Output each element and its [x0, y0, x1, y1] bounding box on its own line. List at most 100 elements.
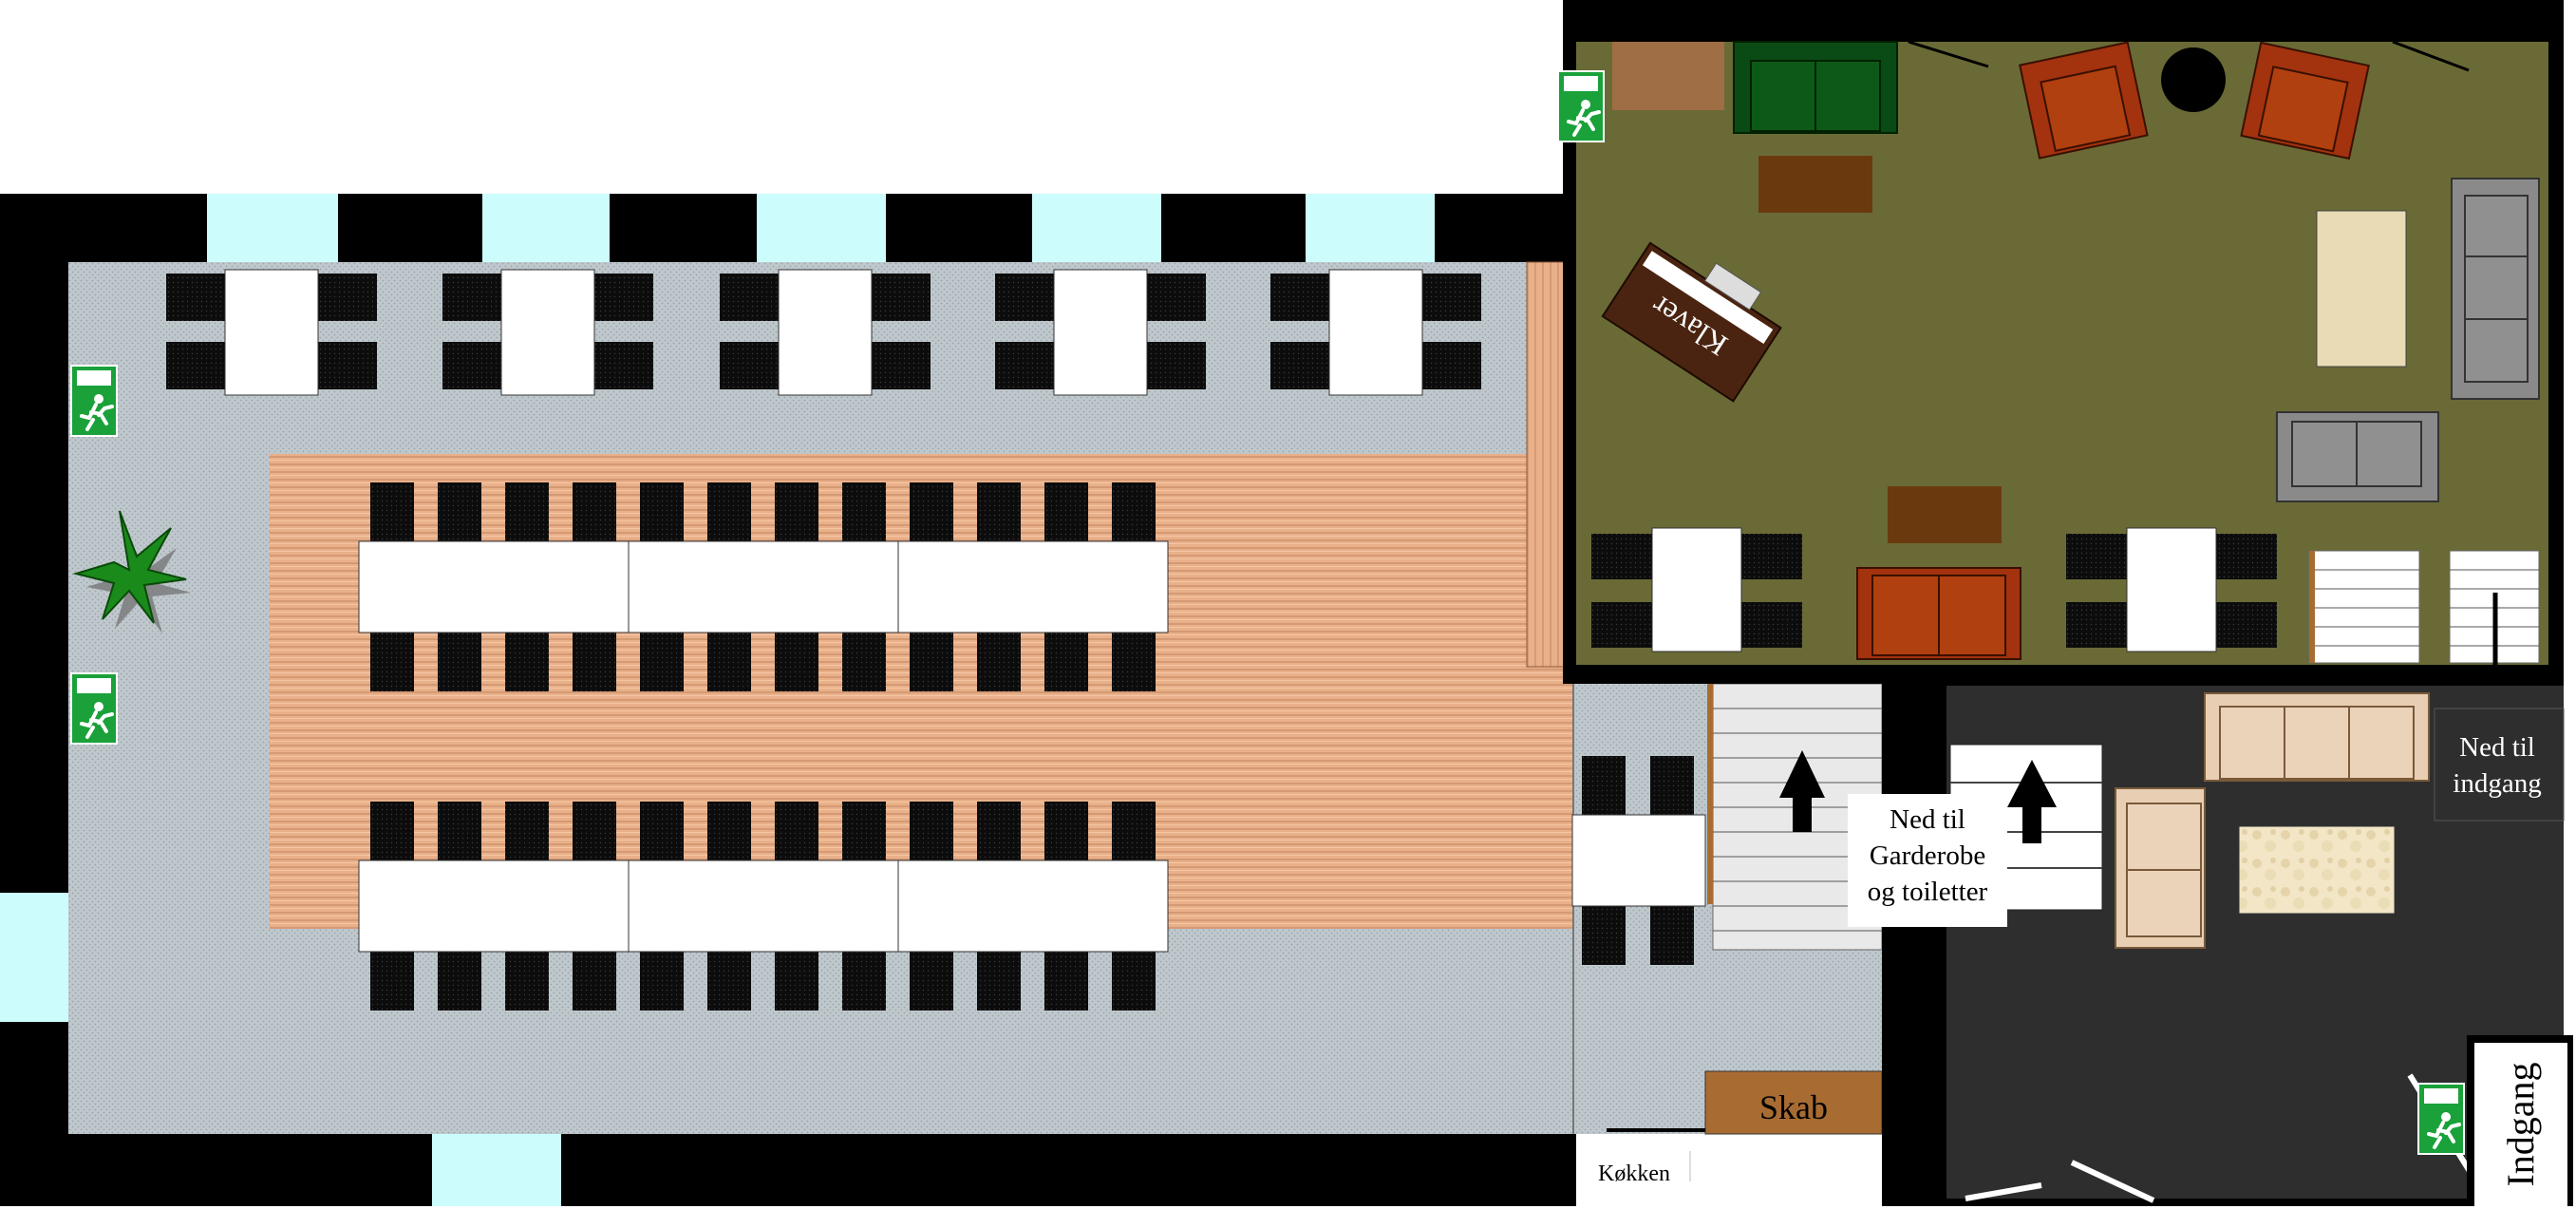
- chair: [438, 633, 481, 691]
- chair: [1422, 274, 1481, 321]
- chair: [594, 342, 653, 389]
- bar-strip: [1526, 261, 1568, 668]
- table: [778, 269, 873, 396]
- entrance-label: Indgang: [2499, 1062, 2542, 1186]
- chair: [573, 802, 616, 860]
- window: [0, 893, 68, 1022]
- window: [207, 194, 338, 262]
- chair: [707, 482, 751, 541]
- entrance-stairs-line1: Ned til: [2459, 732, 2535, 763]
- banquet-table: [628, 540, 899, 633]
- chair: [438, 482, 481, 541]
- chair: [438, 952, 481, 1011]
- grey-sofa: [2451, 178, 2540, 400]
- chair: [1044, 482, 1088, 541]
- armchair: [2240, 41, 2370, 161]
- chair: [640, 633, 684, 691]
- emergency-exit-icon: [68, 671, 120, 746]
- chair: [573, 633, 616, 691]
- kitchen-label: Køkken: [1598, 1162, 1670, 1186]
- chair: [1582, 756, 1626, 815]
- chair: [910, 802, 953, 860]
- door[interactable]: [2070, 1160, 2155, 1203]
- chair: [573, 482, 616, 541]
- chair: [707, 952, 751, 1011]
- round-table: [2161, 47, 2226, 112]
- chair: [720, 342, 779, 389]
- chair: [842, 952, 886, 1011]
- chair: [842, 482, 886, 541]
- leather-sofa: [1856, 567, 2021, 660]
- chair: [573, 952, 616, 1011]
- arrow-up-icon: [1779, 750, 1825, 832]
- table: [500, 269, 595, 396]
- banquet-table: [358, 860, 630, 953]
- coffee-table: [1758, 156, 1872, 213]
- chair: [977, 952, 1021, 1011]
- chair: [995, 342, 1054, 389]
- marble-table: [2238, 825, 2396, 915]
- chair: [438, 802, 481, 860]
- banquet-table: [358, 540, 630, 633]
- door[interactable]: [1965, 1182, 2042, 1201]
- table: [2126, 527, 2217, 652]
- window-line: [2392, 40, 2470, 72]
- table: [224, 269, 319, 396]
- chair: [1147, 274, 1206, 321]
- grey-sofa: [2276, 411, 2439, 502]
- chair: [775, 802, 818, 860]
- stairs-garderobe-label: Ned til Garderobe og toiletter: [1848, 794, 2007, 927]
- chair: [2066, 602, 2127, 648]
- chair: [872, 274, 931, 321]
- window: [757, 194, 886, 262]
- chair: [505, 952, 549, 1011]
- chair: [1591, 534, 1652, 579]
- arrow-down-icon: [1681, 1151, 1700, 1195]
- chair: [1112, 952, 1156, 1011]
- chair: [995, 274, 1054, 321]
- table: [1571, 814, 1706, 907]
- chair: [1044, 802, 1088, 860]
- chair: [640, 482, 684, 541]
- banquet-table: [897, 540, 1169, 633]
- table: [1053, 269, 1148, 396]
- chair: [1044, 952, 1088, 1011]
- chair: [910, 952, 953, 1011]
- chair: [1582, 906, 1626, 965]
- chair: [2066, 534, 2127, 579]
- chair: [775, 952, 818, 1011]
- chair: [505, 633, 549, 691]
- chair: [1741, 602, 1802, 648]
- chair: [442, 342, 501, 389]
- chair: [1112, 482, 1156, 541]
- banquet-table: [897, 860, 1169, 953]
- chair: [442, 274, 501, 321]
- window: [1306, 194, 1435, 262]
- chair: [775, 633, 818, 691]
- chair: [842, 633, 886, 691]
- chair: [2216, 534, 2277, 579]
- chair: [166, 274, 225, 321]
- arrow-up-icon: [2007, 760, 2057, 843]
- chair: [640, 802, 684, 860]
- entrance-stairs-line2: indgang: [2453, 768, 2541, 799]
- chair: [505, 482, 549, 541]
- piano: Klaver: [1601, 241, 1782, 403]
- coffee-table: [1888, 486, 2002, 543]
- chair: [872, 342, 931, 389]
- chair: [370, 633, 414, 691]
- garderobe-label-line3: og toiletter: [1868, 877, 1988, 907]
- table: [2316, 210, 2407, 368]
- chair: [2216, 602, 2277, 648]
- chair: [977, 802, 1021, 860]
- emergency-exit-icon: [2416, 1081, 2467, 1157]
- cabinet: Skab: [1704, 1070, 1883, 1135]
- stairs-entrance-label: Ned til indgang: [2434, 708, 2565, 822]
- chair: [720, 274, 779, 321]
- chair: [977, 633, 1021, 691]
- chair: [1044, 633, 1088, 691]
- chair: [318, 274, 377, 321]
- entrance-label-box: Indgang: [2467, 1035, 2573, 1206]
- chair: [977, 482, 1021, 541]
- cabinet-label: Skab: [1759, 1088, 1828, 1126]
